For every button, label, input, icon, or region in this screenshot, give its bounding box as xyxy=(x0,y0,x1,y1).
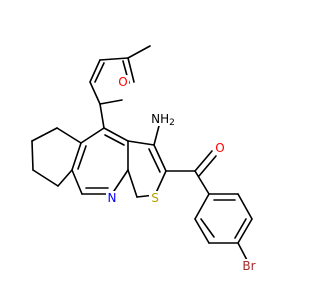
bond-pyridine-7 xyxy=(80,127,105,144)
bond-pyridine-3 xyxy=(111,169,129,195)
bond-phenyl-3 xyxy=(237,218,253,244)
bond-furan-2 xyxy=(89,59,101,83)
bond-phenyl-6 xyxy=(194,193,210,220)
bond-phenyl-5b xyxy=(200,218,215,238)
bond-furan-pyridine xyxy=(99,103,105,129)
atom-labels: NH2 O O N S Br xyxy=(106,75,258,273)
bond-carbonyl-o xyxy=(194,150,213,172)
thiophene-sulfur-label: S xyxy=(151,191,159,205)
bond-cyclohexane-4 xyxy=(32,169,59,187)
bond-furan-4 xyxy=(99,99,123,105)
bond-thiophene-2b xyxy=(148,148,161,173)
bond-thiophene-1 xyxy=(127,140,155,146)
bond-phenyl-5 xyxy=(194,218,210,244)
bond-methyl xyxy=(127,45,151,59)
pyridine-nitrogen-background xyxy=(106,191,118,205)
furan-oxygen-label: O xyxy=(118,75,127,89)
bond-phenyl-3b xyxy=(234,218,247,239)
molecule-structure-diagram: NH2 O O N S Br xyxy=(31,45,258,273)
bond-pyridine-1 xyxy=(103,127,129,142)
bond-cyclohexane-1 xyxy=(56,127,82,144)
bond-furan-2b xyxy=(94,62,105,83)
bond-phenyl-2 xyxy=(237,193,253,220)
bromine-label-background xyxy=(240,259,258,273)
bond-cyclohexane-2 xyxy=(31,127,58,142)
pyridine-nitrogen-label: N xyxy=(108,191,117,205)
bond-pyridine-1b xyxy=(104,134,125,146)
bond-lines xyxy=(31,45,253,263)
bond-carbonyl-o-b xyxy=(198,155,217,177)
furan-oxygen-background xyxy=(117,75,129,89)
bond-thiophene-5 xyxy=(127,169,138,198)
amino-label: NH2 xyxy=(151,112,175,128)
amino-label-background xyxy=(151,111,174,126)
bond-thiophene-2 xyxy=(153,144,167,172)
bond-pyridine-5 xyxy=(71,169,83,195)
bond-furan-1 xyxy=(99,57,129,61)
bond-pyridine-6b xyxy=(77,145,87,170)
bond-furan-5 xyxy=(127,57,135,83)
thiophene-sulfur-background xyxy=(149,191,161,205)
bromine-label: Br xyxy=(242,259,255,273)
bond-bromine xyxy=(237,242,249,263)
bond-cyclohexane-3 xyxy=(31,140,34,171)
bond-furan-3 xyxy=(89,81,101,105)
bond-pyridine-6 xyxy=(71,142,82,171)
bond-carbonyl-phenyl xyxy=(194,170,210,195)
bond-cyclohexane-5 xyxy=(57,169,73,187)
carbonyl-oxygen-label: O xyxy=(215,141,224,155)
carbonyl-oxygen-background xyxy=(214,141,226,155)
